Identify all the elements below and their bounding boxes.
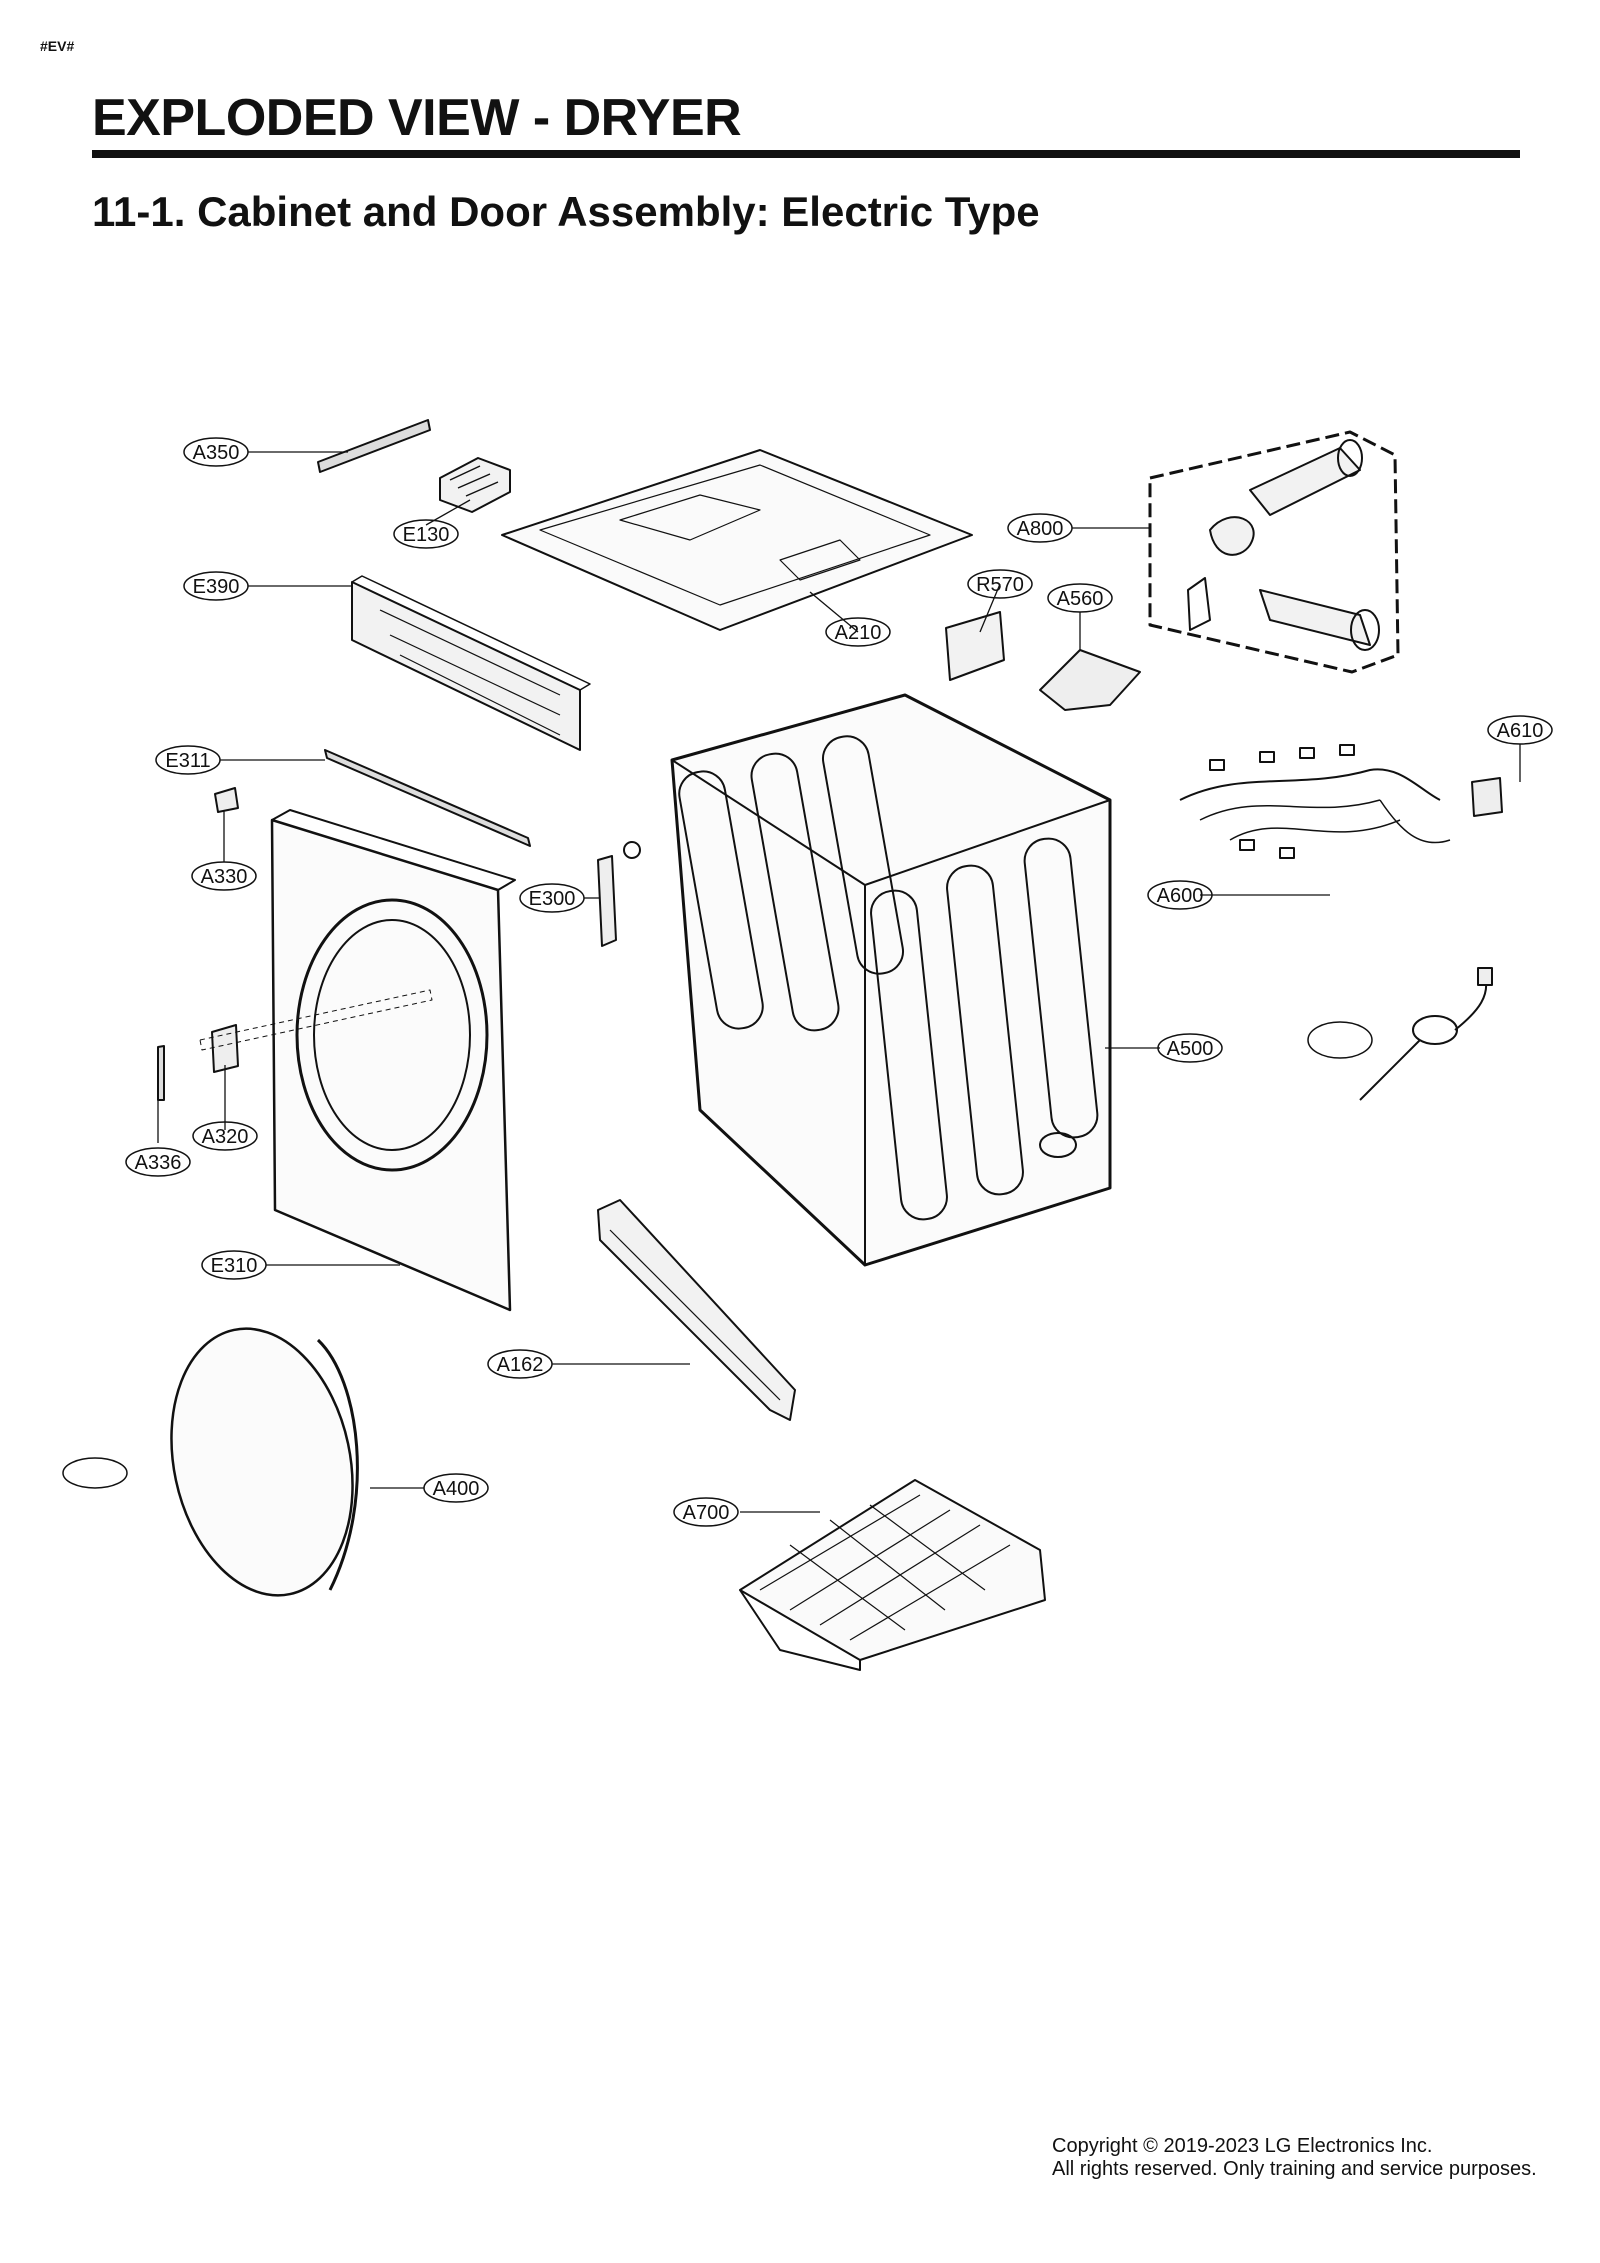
callout-a600: A600	[1147, 880, 1213, 910]
callout-e311: E311	[155, 745, 221, 775]
svg-text:A600: A600	[1157, 885, 1204, 907]
svg-text:R570: R570	[976, 574, 1024, 596]
callout-a350: A350	[183, 437, 249, 467]
svg-text:A350: A350	[193, 442, 240, 464]
callout-r570: R570	[967, 569, 1033, 599]
part-power-cord	[1359, 967, 1493, 1101]
section-subtitle: 11-1. Cabinet and Door Assembly: Electri…	[92, 188, 1040, 235]
svg-text:E130: E130	[403, 524, 450, 546]
part-e300-latch	[597, 841, 641, 947]
part-a336-screw	[157, 1045, 165, 1101]
part-a162-base	[597, 1199, 796, 1421]
svg-text:A330: A330	[201, 866, 248, 888]
part-a210-top-plate	[501, 449, 973, 631]
part-a500-cabinet	[670, 693, 1112, 1267]
page-tag: #EV#	[40, 38, 75, 54]
part-a800-duct	[1148, 430, 1400, 674]
svg-text:A800: A800	[1017, 518, 1064, 540]
page-title: EXPLODED VIEW - DRYER	[92, 89, 742, 147]
part-a400-door	[170, 1327, 359, 1597]
part-r570-bracket	[945, 611, 1005, 681]
leader-lines	[157, 451, 1521, 1513]
svg-text:A500: A500	[1167, 1038, 1214, 1060]
copyright-line-2: All rights reserved. Only training and s…	[1052, 2158, 1537, 2180]
part-a320-hinge	[199, 989, 433, 1073]
callout-a800: A800	[1007, 513, 1073, 543]
svg-text:A320: A320	[202, 1126, 249, 1148]
part-a700-rack	[739, 1479, 1046, 1671]
svg-text:E310: E310	[211, 1255, 258, 1277]
part-e310-front-panel	[270, 809, 516, 1312]
part-e130-module	[439, 457, 511, 513]
callout-a330: A330	[191, 861, 257, 891]
svg-text:A336: A336	[135, 1152, 182, 1174]
callout-e390: E390	[183, 571, 249, 601]
callout-a700: A700	[673, 1497, 739, 1527]
blank-oval-left	[62, 1457, 128, 1489]
copyright-line-1: Copyright © 2019-2023 LG Electronics Inc…	[1052, 2135, 1433, 2157]
svg-text:A400: A400	[433, 1478, 480, 1500]
svg-text:E300: E300	[529, 888, 576, 910]
svg-text:A210: A210	[835, 622, 882, 644]
callout-e300: E300	[519, 883, 585, 913]
title-rule	[92, 150, 1520, 158]
callout-a210: A210	[825, 617, 891, 647]
svg-text:E311: E311	[165, 750, 210, 772]
part-a560-duct	[1039, 649, 1141, 711]
copyright-notice: Copyright © 2019-2023 LG Electronics Inc…	[1052, 2135, 1537, 2181]
part-e311-strip	[324, 749, 531, 847]
callout-a610: A610	[1487, 715, 1553, 745]
callout-e130: E130	[393, 519, 459, 549]
svg-text:A560: A560	[1057, 588, 1104, 610]
svg-text:E390: E390	[193, 576, 240, 598]
blank-oval-right	[1307, 1021, 1373, 1059]
part-a330-switch	[214, 787, 239, 813]
svg-text:A610: A610	[1497, 720, 1544, 742]
callout-a320: A320	[192, 1121, 258, 1151]
svg-text:A162: A162	[497, 1354, 544, 1376]
callout-a400: A400	[423, 1473, 489, 1503]
part-a610-terminal-block	[1471, 777, 1503, 817]
callout-a162: A162	[487, 1349, 553, 1379]
callout-a560: A560	[1047, 583, 1113, 613]
part-a600-harness	[1179, 744, 1451, 859]
part-a350-bracket	[317, 419, 431, 473]
callout-a500: A500	[1157, 1033, 1223, 1063]
svg-text:A700: A700	[683, 1502, 730, 1524]
part-e390-pcb	[351, 575, 591, 751]
callout-e310: E310	[201, 1250, 267, 1280]
callout-a336: A336	[125, 1147, 191, 1177]
